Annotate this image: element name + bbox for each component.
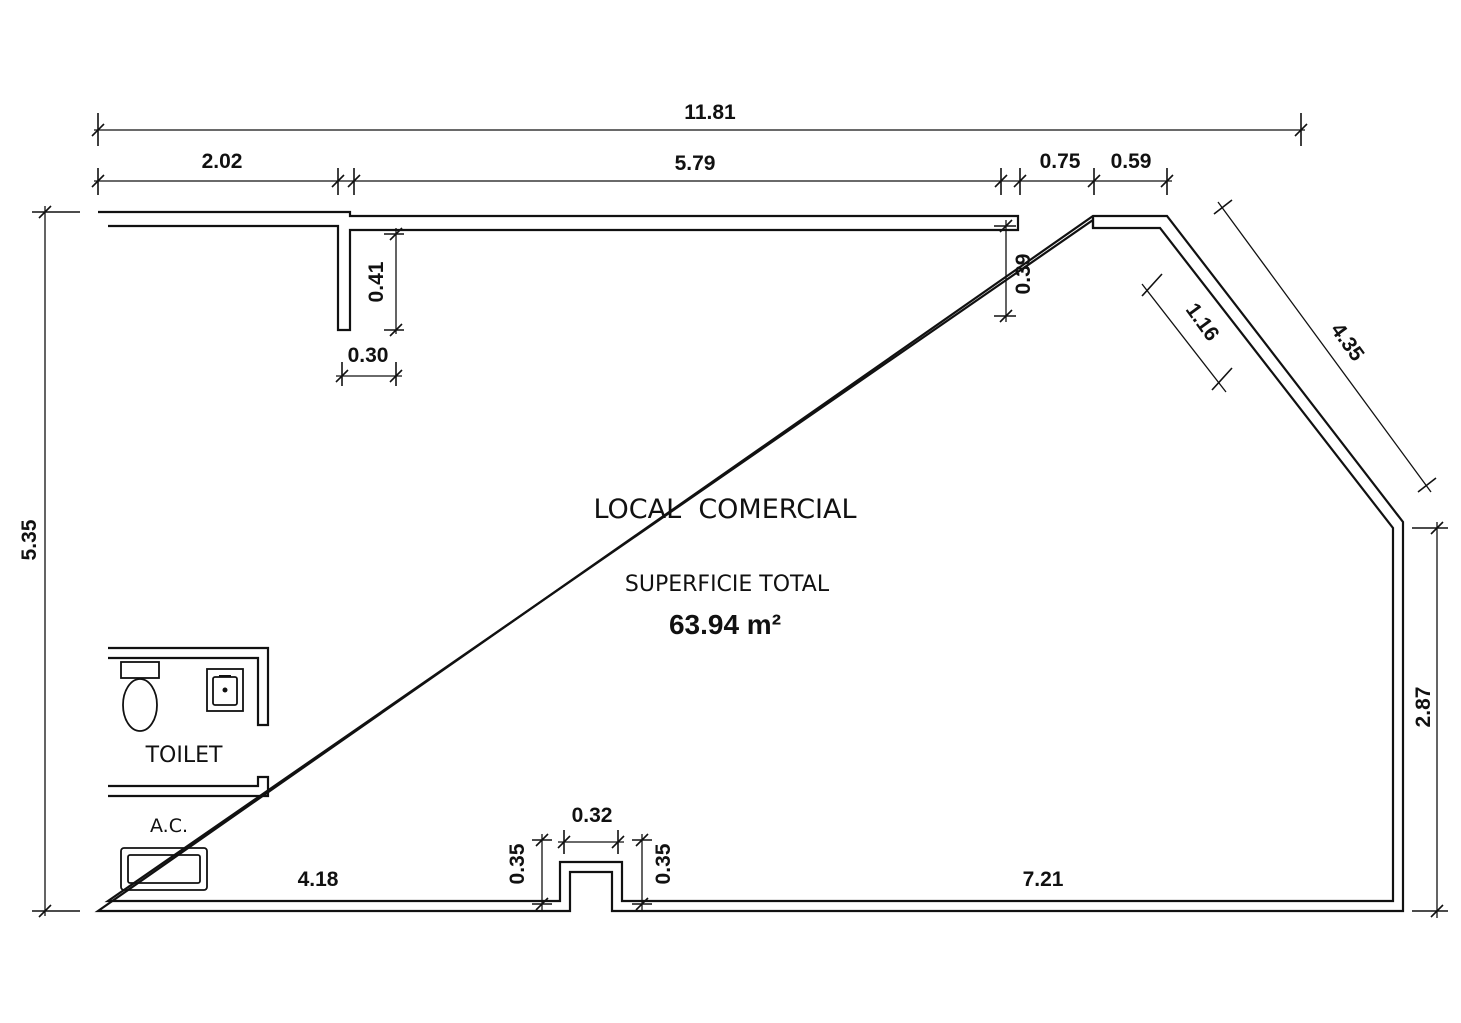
dim-bottom-left: 4.18 xyxy=(298,868,339,891)
dimension-lines xyxy=(32,113,1448,918)
room-name: LOCAL COMERCIAL xyxy=(593,494,856,525)
dim-notch-depth-left: 0.35 xyxy=(506,843,529,884)
dim-stub-offset: 0.30 xyxy=(348,344,389,367)
sink-icon xyxy=(206,668,244,712)
toilet-bowl-icon xyxy=(122,678,158,732)
dim-right-height: 2.87 xyxy=(1412,687,1435,728)
toilet-fixtures xyxy=(120,661,244,732)
dim-diagonal-inner: 1.16 xyxy=(1181,299,1224,346)
area-label: SUPERFICIE TOTAL xyxy=(625,572,830,597)
toilet-wall-bottom xyxy=(108,775,270,798)
ac-label: A.C. xyxy=(150,815,188,837)
dim-notch-width: 0.32 xyxy=(572,804,613,827)
sink-drain-icon xyxy=(222,687,228,693)
walls xyxy=(94,210,1405,913)
dim-seg-left: 2.02 xyxy=(202,150,243,173)
dim-right-stub-depth: 0.39 xyxy=(1012,254,1035,295)
outer-wall-outline xyxy=(94,210,1405,913)
room-labels: LOCAL COMERCIAL SUPERFICIE TOTAL 63.94 m… xyxy=(145,494,857,837)
dim-total-width: 11.81 xyxy=(684,101,736,124)
dim-seg-right: 0.59 xyxy=(1111,150,1152,173)
ac-unit xyxy=(120,847,208,891)
dim-notch-depth-right: 0.35 xyxy=(652,843,675,884)
toilet-tank-icon xyxy=(120,661,160,679)
dim-stub-depth: 0.41 xyxy=(365,261,388,302)
area-value: 63.94 m² xyxy=(669,609,781,640)
toilet-label: TOILET xyxy=(145,743,223,768)
dim-seg-door: 0.75 xyxy=(1040,150,1081,173)
ac-unit-inner-icon xyxy=(127,854,201,884)
inner-wall-outline xyxy=(104,217,1395,903)
dim-seg-middle: 5.79 xyxy=(675,152,716,175)
toilet-wall-top xyxy=(108,646,270,727)
dim-left-height: 5.35 xyxy=(18,519,41,560)
ac-unit-icon xyxy=(120,847,208,891)
dim-bottom-right: 7.21 xyxy=(1023,868,1064,891)
